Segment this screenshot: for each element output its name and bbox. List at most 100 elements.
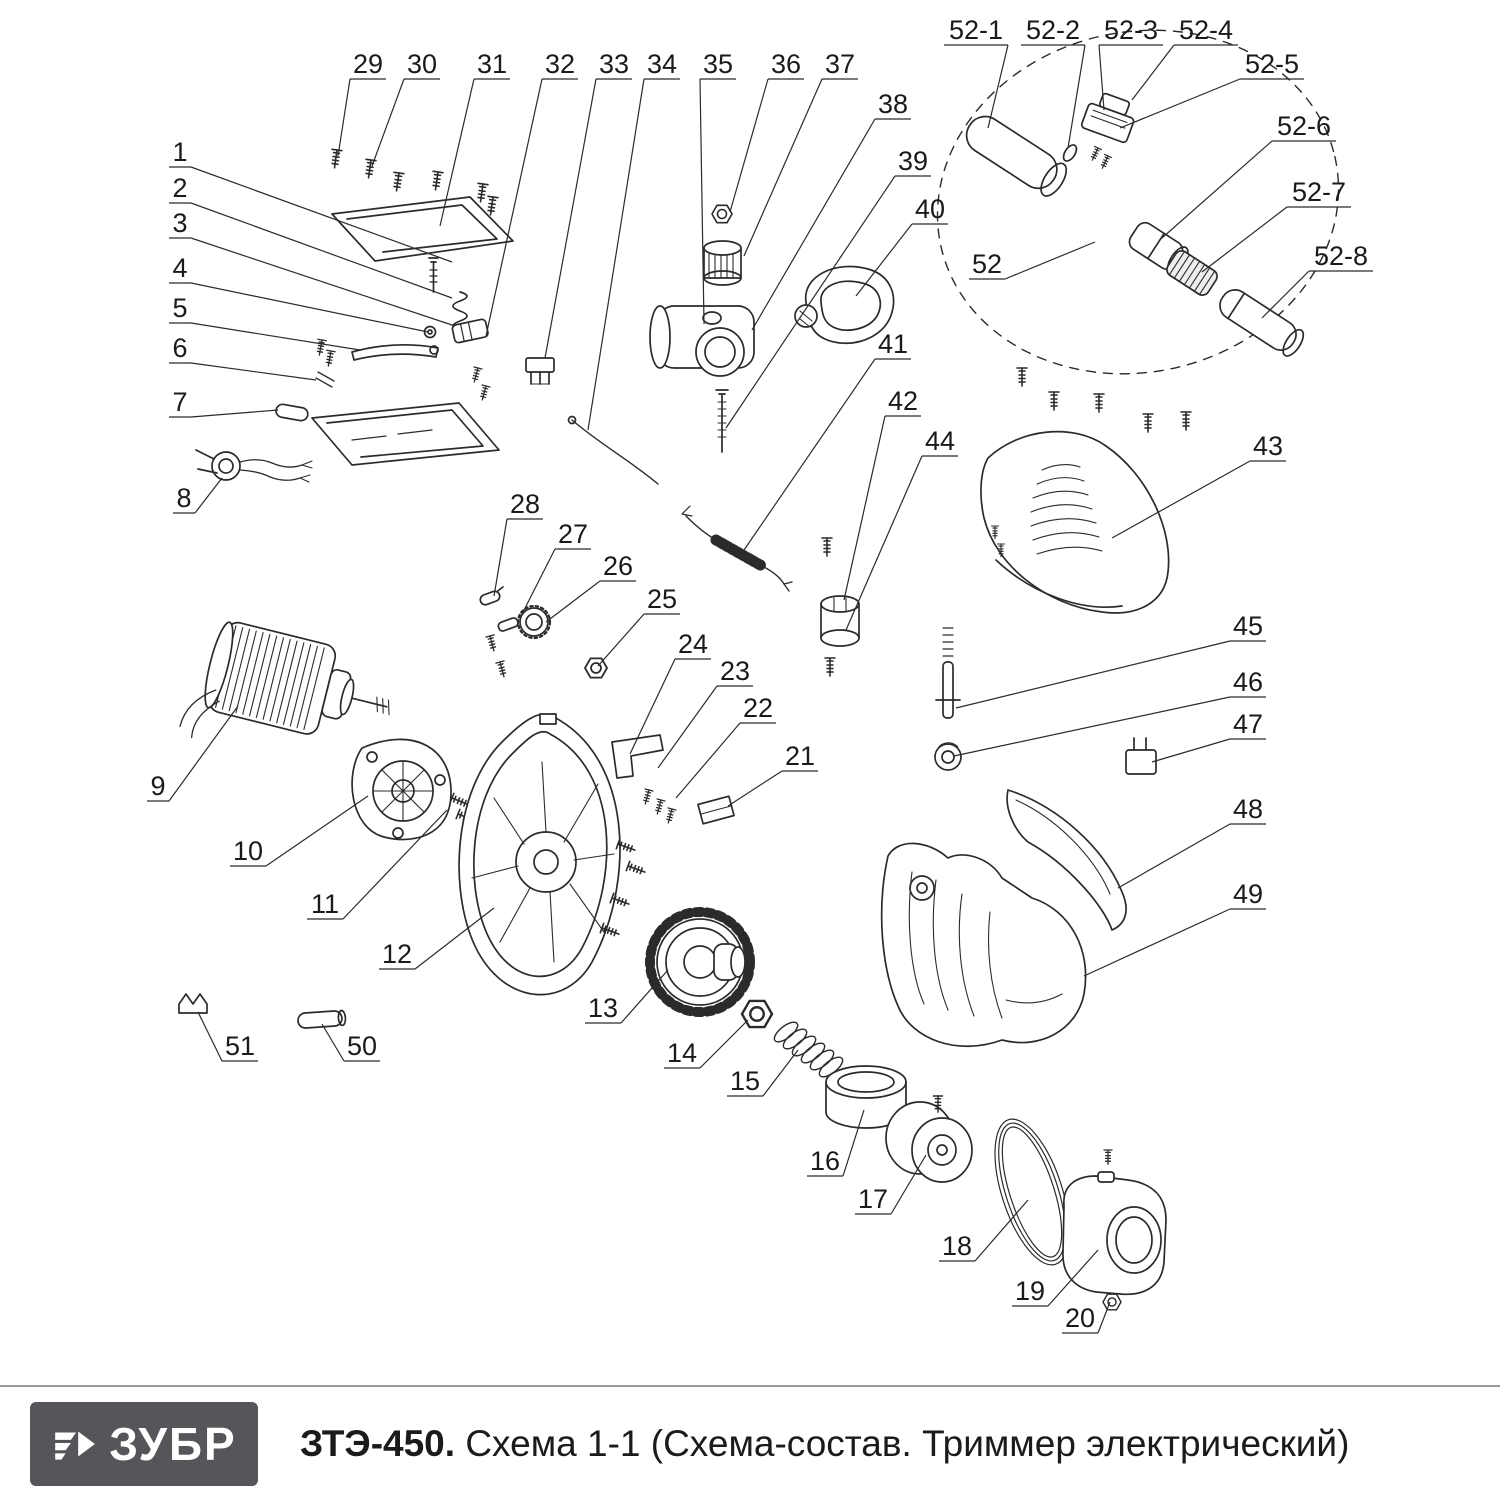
callout-36: 36 (729, 49, 804, 213)
screw-icon (362, 158, 377, 180)
screw-icon (484, 195, 499, 217)
callout-label: 7 (172, 387, 187, 417)
callout-19: 19 (1012, 1249, 1099, 1307)
callout-label: 33 (599, 49, 629, 79)
callout-label: 6 (172, 333, 187, 363)
spool-housing (1062, 1171, 1167, 1296)
callout-label: 19 (1015, 1276, 1045, 1306)
callout-25: 25 (597, 584, 680, 667)
callout-7: 7 (169, 387, 279, 418)
callout-label: 15 (730, 1066, 760, 1096)
screw-icon (1142, 413, 1154, 433)
callout-52-4: 52-4 (1131, 15, 1238, 101)
screw-icon (663, 807, 677, 825)
callout-label: 37 (825, 49, 855, 79)
housing-half (880, 842, 1087, 1048)
callout-52-2: 52-2 (1021, 15, 1086, 149)
callout-label: 35 (703, 49, 733, 79)
callout-30: 30 (371, 49, 440, 167)
screw-icon (314, 338, 327, 357)
tube-section (965, 115, 1068, 197)
callout-50: 50 (321, 1023, 380, 1062)
callout-16: 16 (807, 1109, 865, 1177)
callout-52-6: 52-6 (1161, 111, 1336, 239)
callout-label: 49 (1233, 879, 1263, 909)
callout-52: 52 (969, 241, 1096, 280)
callout-32: 32 (485, 49, 578, 337)
handle-bracket-upper (331, 196, 514, 262)
callout-17: 17 (855, 1154, 927, 1215)
callout-label: 21 (785, 741, 815, 771)
callout-43: 43 (1111, 431, 1286, 539)
callout-label: 18 (942, 1231, 972, 1261)
schema-title: Схема 1-1 (Схема-состав. Триммер электри… (465, 1422, 1350, 1464)
callout-52-8: 52-8 (1261, 241, 1373, 319)
callout-24: 24 (629, 629, 711, 755)
callout-35: 35 (699, 49, 736, 325)
gear-wheel (645, 907, 755, 1017)
exploded-parts-diagram: 1234567891011121314151617181920212223242… (147, 15, 1373, 1334)
callout-46: 46 (953, 667, 1266, 757)
callout-12: 12 (379, 907, 495, 970)
callout-label: 9 (150, 771, 165, 801)
callout-label: 39 (898, 146, 928, 176)
callout-37: 37 (743, 49, 858, 257)
screw-icon (390, 171, 405, 193)
callout-label: 32 (545, 49, 575, 79)
callout-27: 27 (519, 519, 591, 619)
screw-icon (1048, 391, 1060, 411)
screw-icon (495, 660, 509, 679)
callout-label: 50 (347, 1031, 377, 1061)
callout-label: 36 (771, 49, 801, 79)
callout-label: 46 (1233, 667, 1263, 697)
capacitor (1125, 737, 1157, 775)
callout-29: 29 (337, 49, 386, 157)
callout-21: 21 (727, 741, 818, 807)
callout-45: 45 (955, 611, 1266, 709)
callout-label: 34 (647, 49, 677, 79)
lower-tube (1219, 289, 1305, 357)
callout-label: 30 (407, 49, 437, 79)
callout-label: 8 (176, 483, 191, 513)
callout-label: 51 (225, 1031, 255, 1061)
callout-label: 52-5 (1245, 49, 1299, 79)
callout-10: 10 (230, 795, 369, 867)
lock-lever (351, 343, 439, 361)
callout-label: 23 (720, 656, 750, 686)
callout-label: 41 (878, 329, 908, 359)
callout-52-5: 52-5 (1119, 49, 1304, 129)
callout-31: 31 (439, 49, 510, 227)
callout-33: 33 (544, 49, 632, 359)
callout-label: 38 (878, 89, 908, 119)
diagram-title: ЗТЭ-450. Схема 1-1 (Схема-состав. Тримме… (300, 1423, 1349, 1465)
callout-8: 8 (173, 477, 223, 514)
callout-label: 5 (172, 293, 187, 323)
pin-sleeve (275, 403, 309, 422)
fan-shroud (458, 713, 621, 996)
callout-20: 20 (1062, 1301, 1111, 1334)
screw-long (428, 257, 439, 293)
motor (179, 621, 390, 739)
switch-trigger (451, 318, 489, 344)
washer (1062, 144, 1078, 162)
long-screw (715, 389, 729, 453)
nut-icon (1102, 1293, 1122, 1311)
screw-icon (1093, 393, 1105, 413)
knurled-sleeve (1166, 250, 1218, 296)
callout-label: 52-4 (1179, 15, 1233, 45)
callout-26: 26 (545, 551, 636, 623)
handle-bracket-lower (311, 402, 500, 466)
callout-label: 52-2 (1026, 15, 1080, 45)
screw-icon (640, 788, 654, 806)
callout-label: 27 (558, 519, 588, 549)
callout-49: 49 (1083, 879, 1266, 977)
power-plug (195, 449, 313, 483)
callout-label: 52-6 (1277, 111, 1331, 141)
callout-label: 13 (588, 993, 618, 1023)
callout-label: 45 (1233, 611, 1263, 641)
screw-icon (1098, 153, 1113, 171)
callout-label: 22 (743, 693, 773, 723)
callout-label: 20 (1065, 1303, 1095, 1333)
callout-48: 48 (1117, 794, 1266, 889)
callout-3: 3 (169, 208, 456, 327)
